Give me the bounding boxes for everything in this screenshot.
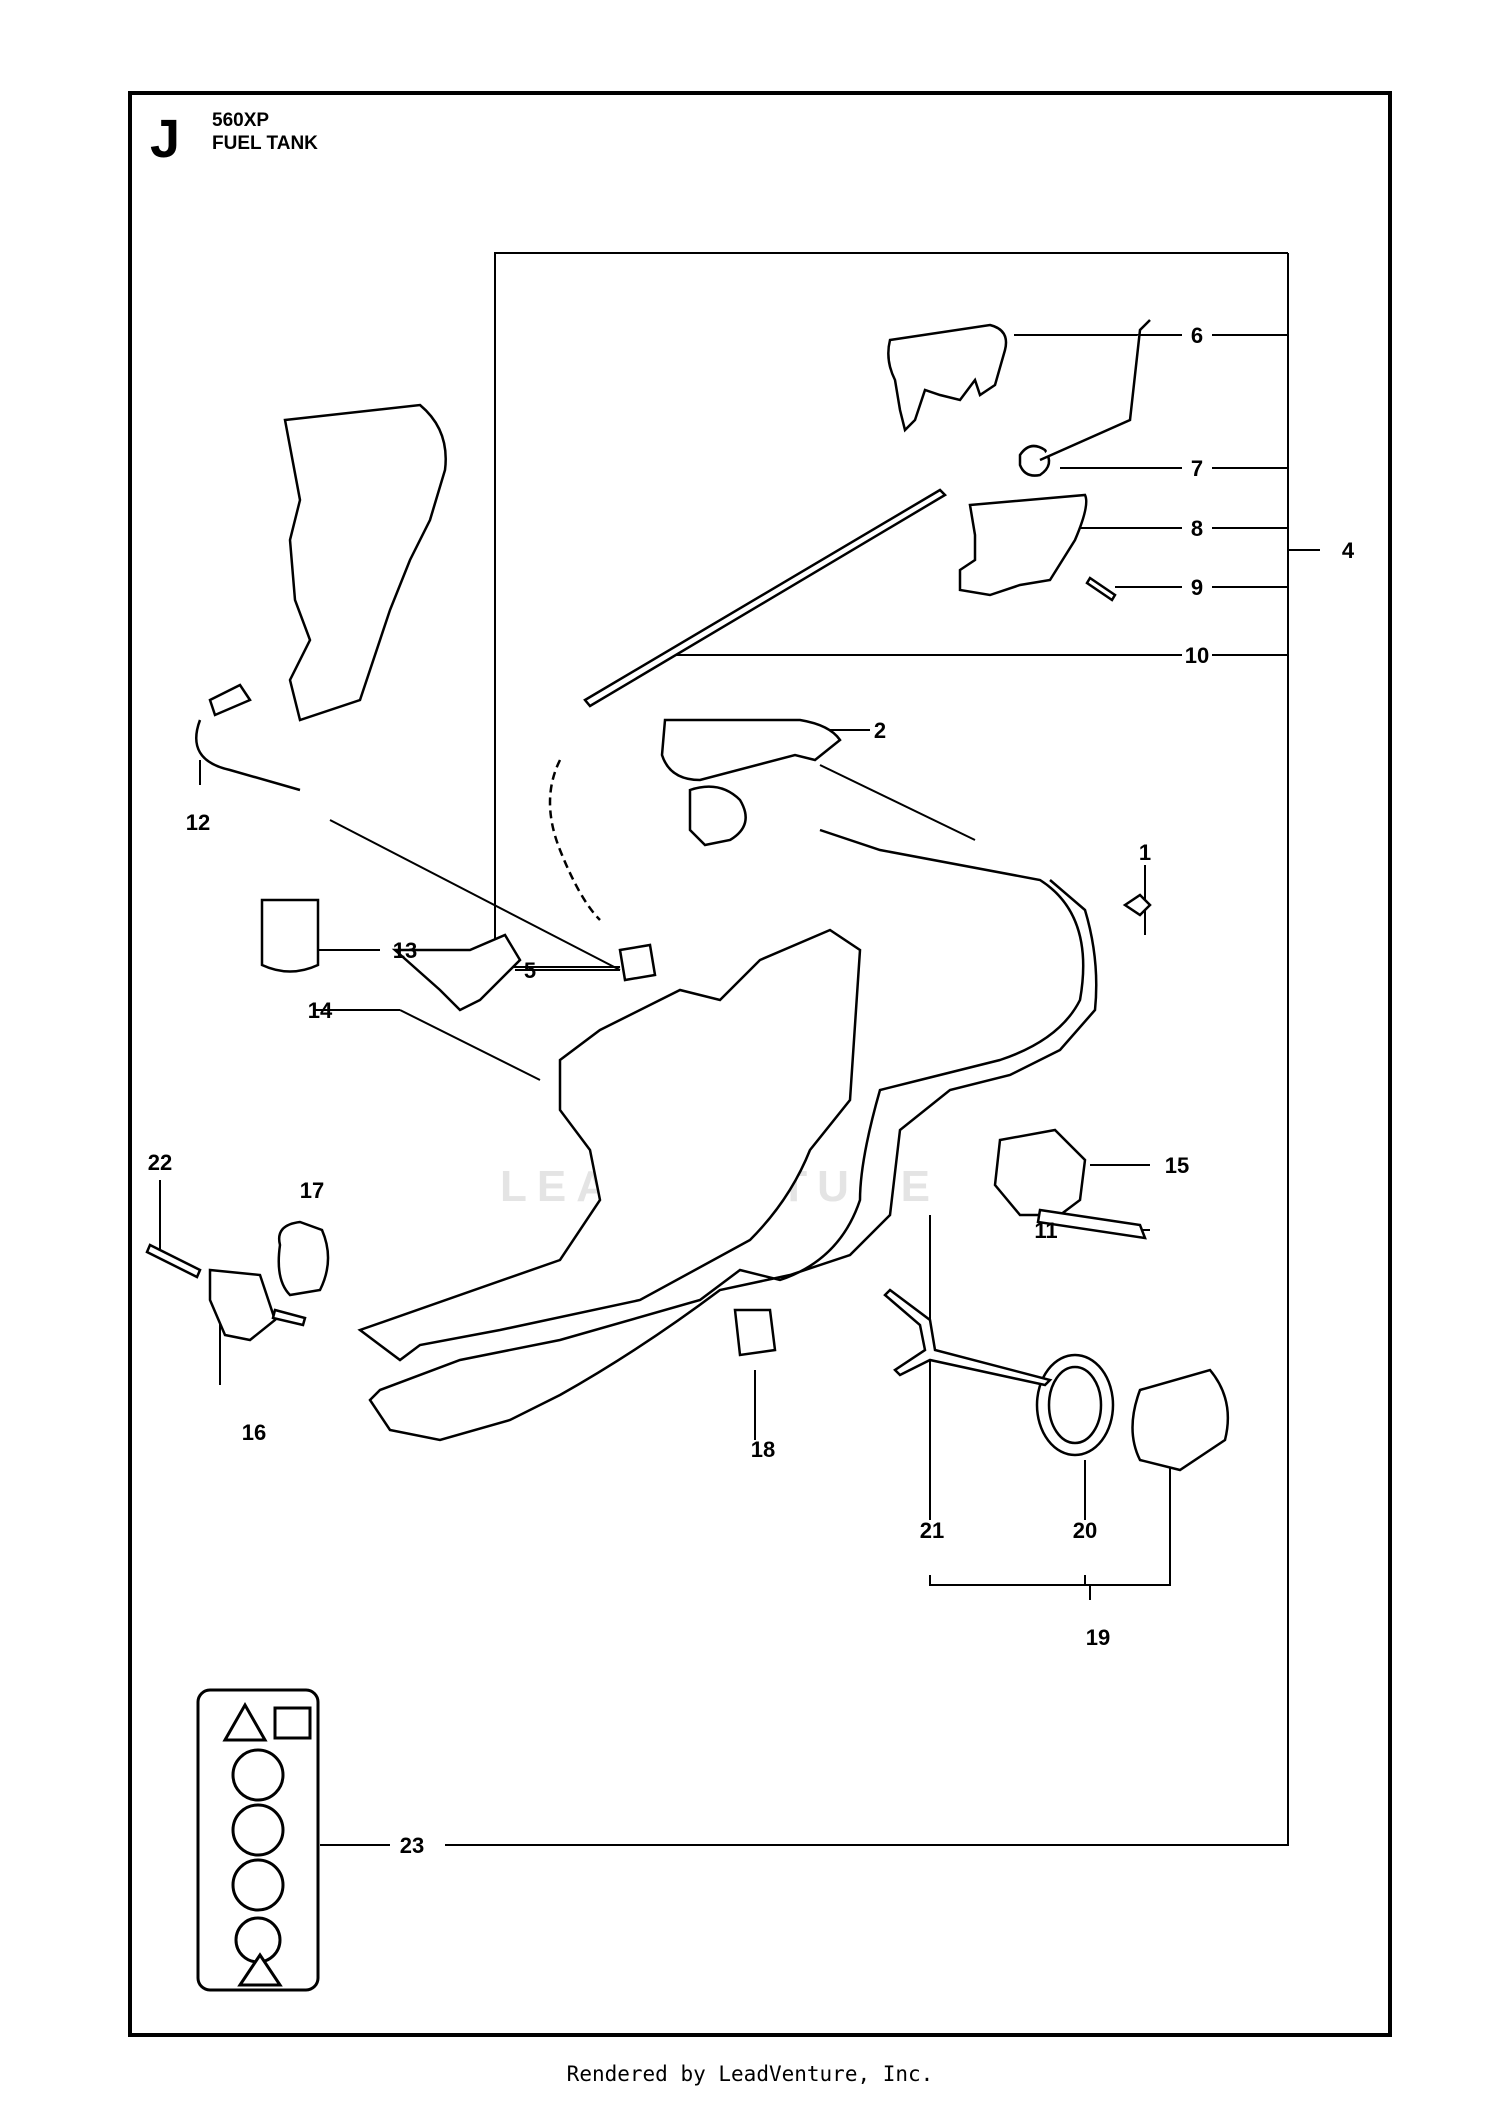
callout-10: 10 xyxy=(1185,643,1209,668)
callout-23: 23 xyxy=(400,1833,424,1858)
callout-21: 21 xyxy=(920,1518,944,1543)
callout-12: 12 xyxy=(186,810,210,835)
callout-15: 15 xyxy=(1165,1153,1189,1178)
footer-credit: Rendered by LeadVenture, Inc. xyxy=(566,2062,934,2086)
callout-18: 18 xyxy=(751,1437,775,1462)
section-title: FUEL TANK xyxy=(212,133,318,154)
callout-2: 2 xyxy=(874,718,886,743)
callout-13: 13 xyxy=(393,938,417,963)
section-letter: J xyxy=(150,109,181,169)
model-name: 560XP xyxy=(212,110,270,131)
callout-19: 19 xyxy=(1086,1625,1110,1650)
callout-22: 22 xyxy=(148,1150,172,1175)
callout-16: 16 xyxy=(242,1420,266,1445)
callout-8: 8 xyxy=(1191,516,1203,541)
callout-11: 11 xyxy=(1034,1218,1057,1243)
callout-20: 20 xyxy=(1073,1518,1097,1543)
callout-7: 7 xyxy=(1191,456,1203,481)
callout-4: 4 xyxy=(1342,538,1355,563)
callout-14: 14 xyxy=(308,998,333,1023)
callout-9: 9 xyxy=(1191,575,1203,600)
callout-5: 5 xyxy=(524,958,536,983)
diagram-frame xyxy=(128,91,1392,2037)
callout-6: 6 xyxy=(1191,323,1203,348)
callout-17: 17 xyxy=(300,1178,324,1203)
callout-1: 1 xyxy=(1139,840,1151,865)
